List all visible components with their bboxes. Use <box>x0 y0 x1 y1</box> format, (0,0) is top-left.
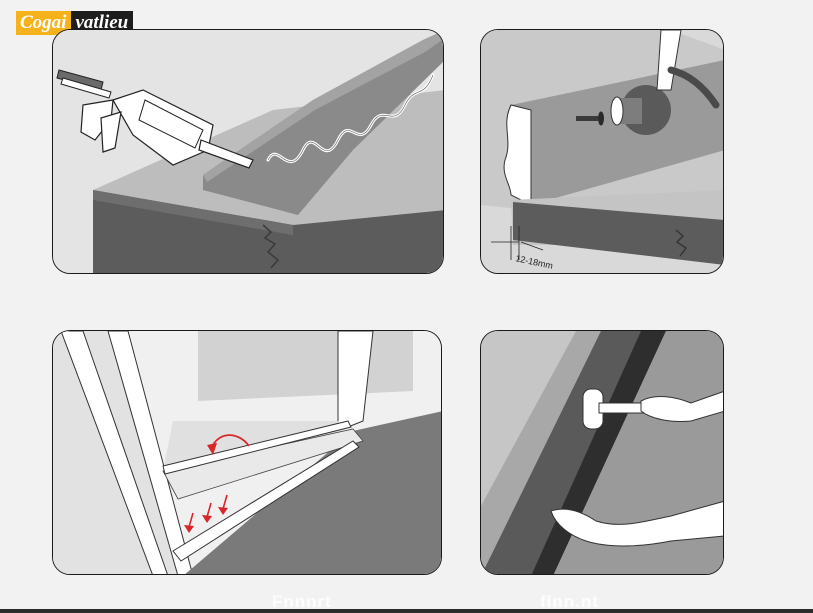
mallet-icon <box>582 388 652 430</box>
hammer-icon <box>610 30 720 135</box>
door-frame-left <box>60 331 168 574</box>
floor-edge <box>513 202 723 265</box>
nail-illustration: 12-18mm <box>481 30 723 273</box>
nail-icon <box>576 111 604 126</box>
caulk-gun-icon <box>56 69 254 169</box>
glue-bead-outline <box>267 74 434 162</box>
wall-left <box>481 331 576 506</box>
skirting-board <box>203 30 443 215</box>
caption-right: flnn.nt <box>540 592 599 611</box>
threshold-profile <box>162 420 352 475</box>
door-frame-right <box>337 331 374 432</box>
hand-lower-icon <box>550 501 723 547</box>
bottom-bar <box>0 609 813 613</box>
panel-threshold <box>52 330 442 575</box>
logo-part-1: Cogai <box>16 11 72 35</box>
panel-nail-skirting: 12-18mm <box>480 29 724 274</box>
caulk-illustration <box>53 30 443 273</box>
threshold-illustration <box>53 331 441 574</box>
floor-joint <box>262 224 280 269</box>
hand-upper-icon <box>640 391 723 422</box>
dim-line-right <box>520 241 544 251</box>
panel-press-trim <box>480 330 724 575</box>
floor-joint <box>675 229 688 257</box>
press-illustration <box>481 331 723 574</box>
panel-caulk-application <box>52 29 444 274</box>
threshold-strip <box>172 440 360 562</box>
caption-left: Fnnnrt <box>272 592 332 611</box>
back-wall <box>198 331 413 401</box>
skirting-board <box>511 60 723 205</box>
dark-floor <box>185 411 441 574</box>
down-arrows <box>184 494 228 533</box>
